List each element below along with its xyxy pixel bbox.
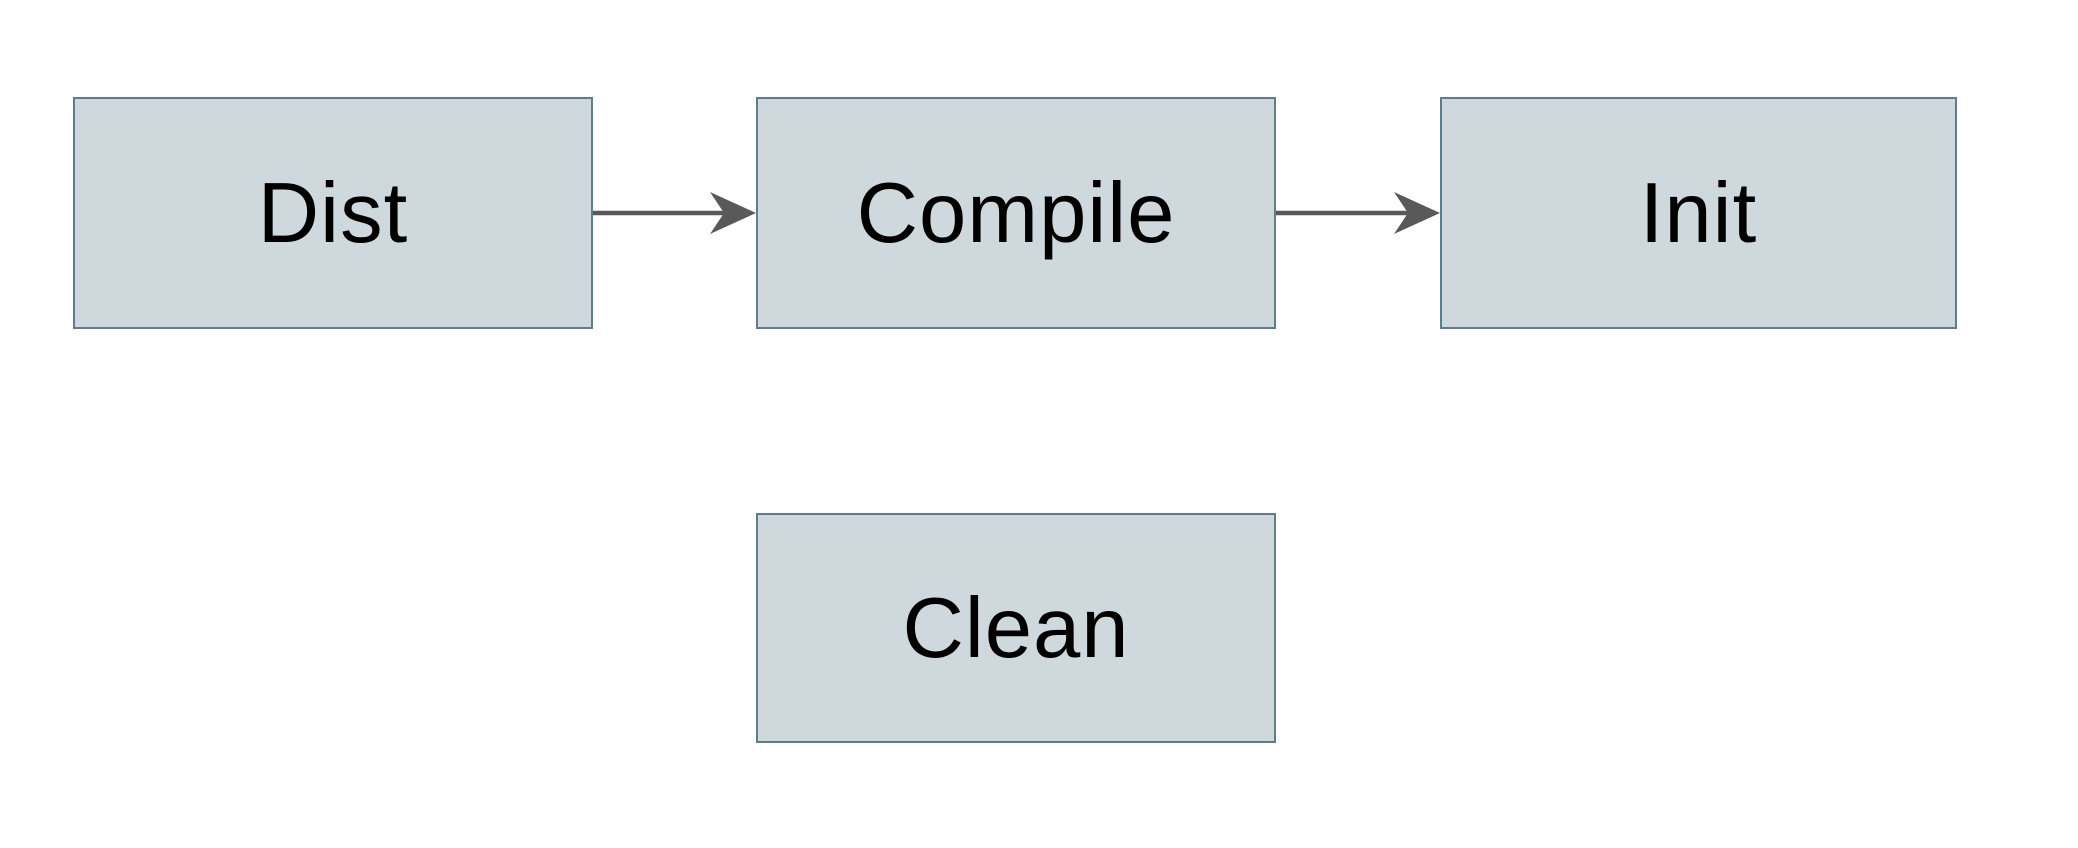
node-compile-label: Compile (856, 165, 1176, 261)
node-dist[interactable]: Dist (73, 97, 593, 329)
edge-arrowhead-icon (710, 192, 756, 234)
edge-arrowhead-icon (1394, 192, 1440, 234)
node-dist-label: Dist (257, 165, 409, 261)
node-init-label: Init (1639, 165, 1758, 261)
node-clean-label: Clean (902, 580, 1130, 676)
node-init[interactable]: Init (1440, 97, 1957, 329)
node-compile[interactable]: Compile (756, 97, 1276, 329)
node-clean[interactable]: Clean (756, 513, 1276, 743)
